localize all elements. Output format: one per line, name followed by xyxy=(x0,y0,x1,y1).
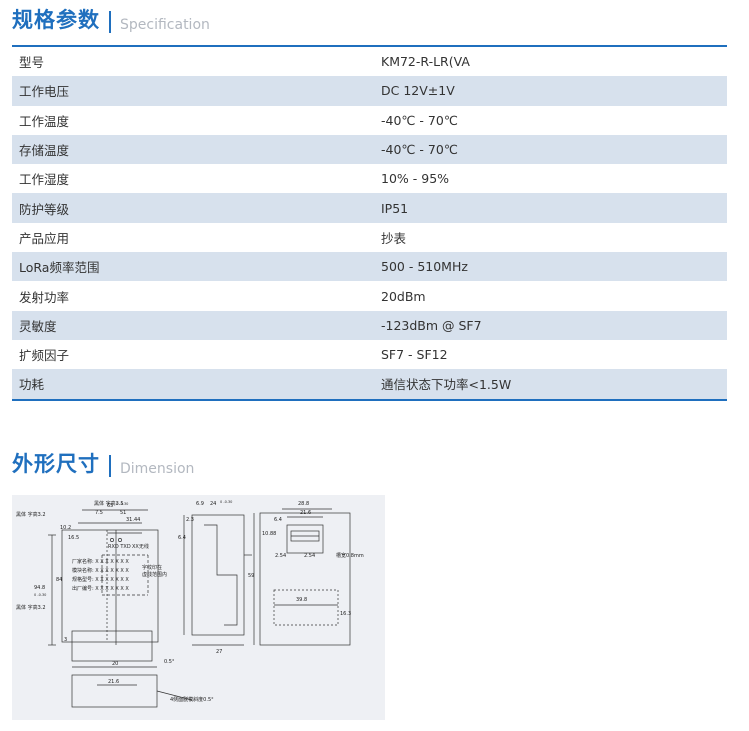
dim-65-tol: 0 -0.30 xyxy=(116,502,128,506)
table-row: 存储温度 -40℃ - 70℃ xyxy=(12,134,727,165)
spec-value: -40℃ - 70℃ xyxy=(381,142,458,158)
table-row: 型号 KM72-R-LR(VA xyxy=(12,47,727,76)
table-row: 发射功率 20dBm xyxy=(12,281,727,310)
table-row: 产品应用 抄表 xyxy=(12,223,727,252)
dim-27: 27 xyxy=(216,649,222,655)
dim-28-8: 28.8 xyxy=(298,501,309,507)
dim-94-8: 94.8 xyxy=(34,585,45,591)
dim-7-5: 7.5 xyxy=(95,510,103,516)
spec-title-cn: 规格参数 xyxy=(12,8,100,32)
spec-title-en: Specification xyxy=(120,17,210,33)
label-print-note-1: 字纹印在 xyxy=(142,564,162,571)
spec-value: 500 - 510MHz xyxy=(381,259,468,275)
connector-outline xyxy=(286,524,324,554)
dim-21-6-bottom: 21.6 xyxy=(108,679,119,685)
spec-section-title: 规格参数 Specification xyxy=(12,4,210,34)
dim-31-44: 31.44 xyxy=(126,517,140,523)
label-serial-no: 出厂编号: X X X X X X X xyxy=(72,585,129,592)
spec-value: DC 12V±1V xyxy=(381,83,455,99)
dim-2-54-a: 2.54 xyxy=(275,553,286,559)
label-slot-note: 槽宽0.8mm xyxy=(336,552,364,559)
front-view-outline xyxy=(61,529,159,643)
table-row: 工作温度 -40℃ - 70℃ xyxy=(12,106,727,135)
spec-key: 产品应用 xyxy=(19,230,70,246)
dim-16-3: 16.3 xyxy=(340,611,351,617)
spec-key: LoRa频率范围 xyxy=(19,260,100,276)
label-bevel-note: 4侧面脱模斜度0.5° xyxy=(170,696,214,703)
spec-key: 防护等级 xyxy=(19,201,70,217)
dim-94-8-tol: 0 -0.30 xyxy=(34,593,46,597)
dim-2-54-b: 2.54 xyxy=(304,553,315,559)
spec-key: 工作湿度 xyxy=(19,172,70,188)
dim-24-tol: 0 -0.30 xyxy=(220,500,232,504)
dim-10-88: 10.88 xyxy=(262,531,276,537)
label-font-3-2-top: 黑体 字高3.2 xyxy=(16,511,46,518)
spec-value: 通信状态下功率<1.5W xyxy=(381,377,512,393)
dimension-title-cn: 外形尺寸 xyxy=(12,452,100,476)
dim-2-3: 2.3 xyxy=(186,517,194,523)
label-factory-name: 厂家名称: X X X X X X X xyxy=(72,558,129,565)
spec-value: 10% - 95% xyxy=(381,171,450,187)
title-divider xyxy=(109,11,111,33)
dim-10-2: 10.2 xyxy=(60,525,71,531)
dim-39-8: 39.8 xyxy=(296,597,307,603)
label-angle: 0.5° xyxy=(164,659,175,665)
table-row: 工作电压 DC 12V±1V xyxy=(12,76,727,106)
table-row: 功耗 通信状态下功率<1.5W xyxy=(12,369,727,399)
table-row: 灵敏度 -123dBm @ SF7 xyxy=(12,310,727,340)
spec-table: 型号 KM72-R-LR(VA 工作电压 DC 12V±1V 工作温度 -40℃ - … xyxy=(12,45,727,401)
front-view-base xyxy=(71,630,153,662)
dim-84: 84 xyxy=(56,577,62,583)
spec-value: SF7 - SF12 xyxy=(381,347,448,363)
label-led: RXD TXD xyxy=(108,544,131,550)
side-view-outline xyxy=(191,514,245,636)
table-row: LoRa频率范围 500 - 510MHz xyxy=(12,252,727,282)
spec-value: IP51 xyxy=(381,200,409,216)
dim-6-4: 6.4 xyxy=(274,517,282,523)
dimension-drawing: 黑体 字高3.2 黑体 字高3.5 黑体 字高3.2 RXD TXD XX无线 … xyxy=(12,495,385,720)
label-module-name: 模块名称: X X X X X X X xyxy=(72,567,129,574)
spec-key: 功耗 xyxy=(19,377,45,393)
dim-24: 24 xyxy=(210,501,216,507)
dim-21-6-top: 21.6 xyxy=(300,510,311,516)
spec-key: 发射功率 xyxy=(19,289,70,305)
spec-value: -40℃ - 70℃ xyxy=(381,112,458,128)
spec-value: 抄表 xyxy=(381,230,407,246)
label-xx: XX无线 xyxy=(132,543,149,550)
label-spec-model: 规格型号: X X X X X X X xyxy=(72,576,129,583)
dimension-title-en: Dimension xyxy=(120,461,195,477)
dim-6-4-side: 6.4 xyxy=(178,535,186,541)
label-print-note-2: 虚线范围内 xyxy=(142,571,167,578)
dim-59: 59 xyxy=(248,573,254,579)
spec-key: 扩频因子 xyxy=(19,348,70,364)
title-divider xyxy=(109,455,111,477)
table-row: 工作湿度 10% - 95% xyxy=(12,164,727,193)
dim-20: 20 xyxy=(112,661,118,667)
spec-key: 工作温度 xyxy=(19,113,70,129)
right-view-outline xyxy=(259,512,351,646)
dimension-section-title: 外形尺寸 Dimension xyxy=(12,448,194,478)
spec-value: -123dBm @ SF7 xyxy=(381,317,482,333)
dim-3: 3 xyxy=(64,637,67,643)
dim-16-5: 16.5 xyxy=(68,535,79,541)
table-row: 扩频因子 SF7 - SF12 xyxy=(12,340,727,369)
dim-51: 51 xyxy=(120,510,126,516)
spec-key: 存储温度 xyxy=(19,143,70,159)
dim-65: 65 xyxy=(107,503,113,509)
spec-value: KM72-R-LR(VA xyxy=(381,54,470,70)
spec-value: 20dBm xyxy=(381,288,426,304)
drawing-text-labels: 黑体 字高3.2 黑体 字高3.5 黑体 字高3.2 RXD TXD XX无线 … xyxy=(16,500,364,703)
label-font-3-5: 黑体 字高3.5 xyxy=(94,500,124,507)
spec-key: 型号 xyxy=(19,55,45,71)
spec-key: 工作电压 xyxy=(19,84,70,100)
label-font-3-2-bottom: 黑体 字高3.2 xyxy=(16,604,46,611)
dim-6-9: 6.9 xyxy=(196,501,204,507)
table-row: 防护等级 IP51 xyxy=(12,193,727,223)
spec-key: 灵敏度 xyxy=(19,318,57,334)
